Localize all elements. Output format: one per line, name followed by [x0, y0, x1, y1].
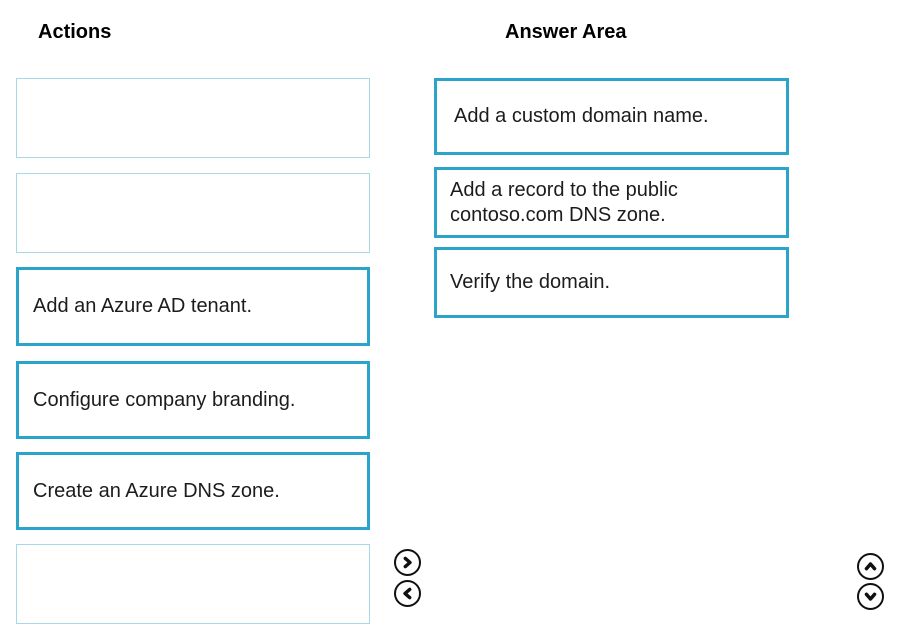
action-item-create-azure-dns-zone[interactable]: Create an Azure DNS zone. — [16, 452, 370, 530]
action-item-configure-company-branding[interactable]: Configure company branding. — [16, 361, 370, 439]
answer-item-label-line-2: contoso.com DNS zone. — [450, 203, 666, 226]
action-empty-slot-1[interactable] — [16, 78, 370, 158]
move-down-button[interactable] — [857, 583, 884, 610]
action-empty-slot-3[interactable] — [16, 544, 370, 624]
answer-item-label: Add a record to the public contoso.com D… — [450, 178, 678, 228]
answer-item-verify-the-domain[interactable]: Verify the domain. — [434, 247, 789, 318]
action-item-label: Create an Azure DNS zone. — [33, 479, 280, 502]
chevron-right-icon — [400, 555, 415, 570]
action-item-add-azure-ad-tenant[interactable]: Add an Azure AD tenant. — [16, 267, 370, 346]
chevron-up-icon — [863, 559, 878, 574]
chevron-down-icon — [863, 589, 878, 604]
action-item-label: Configure company branding. — [33, 388, 296, 411]
answer-area-title: Answer Area — [505, 21, 627, 43]
move-right-button[interactable] — [394, 549, 421, 576]
answer-item-add-custom-domain-name[interactable]: Add a custom domain name. — [434, 78, 789, 155]
answer-item-label: Add a custom domain name. — [454, 105, 709, 127]
answer-item-label-line-1: Add a record to the public — [450, 178, 678, 201]
answer-item-label: Verify the domain. — [450, 271, 611, 293]
action-item-label: Add an Azure AD tenant. — [33, 295, 253, 317]
chevron-left-icon — [400, 586, 415, 601]
move-up-button[interactable] — [857, 553, 884, 580]
move-left-button[interactable] — [394, 580, 421, 607]
answer-item-add-record-public-dns[interactable]: Add a record to the public contoso.com D… — [434, 167, 789, 238]
actions-column-title: Actions — [38, 21, 112, 43]
action-empty-slot-2[interactable] — [16, 173, 370, 253]
